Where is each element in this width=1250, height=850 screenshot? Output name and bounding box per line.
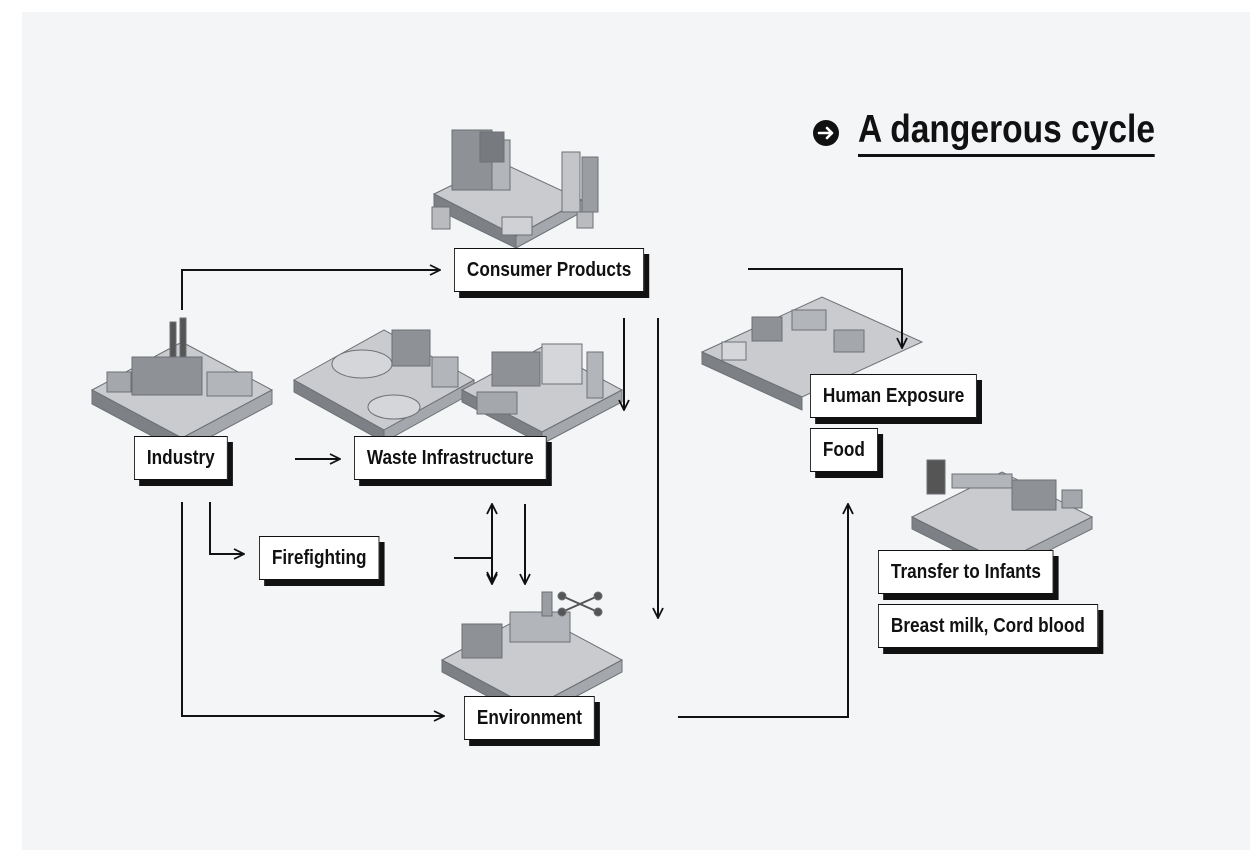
node-industry: Industry <box>134 436 228 480</box>
shopping-mall-illustration <box>431 129 599 249</box>
recycling-facility-illustration <box>460 343 624 445</box>
restaurant-illustration <box>910 459 1094 575</box>
node-environment: Environment <box>464 696 595 740</box>
diagram-title: A dangerous cycle <box>812 108 1203 157</box>
arrow-circle-icon <box>813 119 839 146</box>
node-breast-milk-cord-blood: Breast milk, Cord blood <box>878 604 1098 648</box>
illustrations-layer <box>90 129 1094 721</box>
arrow-industry-to-consumer-products <box>181 270 440 310</box>
arrow-industry-to-firefighting <box>209 502 244 554</box>
city-illustration <box>700 296 924 411</box>
arrow-firefighting-to-environment <box>454 557 492 582</box>
title-text: A dangerous cycle <box>858 108 1156 157</box>
node-waste-infrastructure: Waste Infrastructure <box>354 436 547 480</box>
node-transfer-to-infants: Transfer to Infants <box>878 550 1054 594</box>
node-consumer-products: Consumer Products <box>454 248 645 292</box>
node-human-exposure: Human Exposure <box>810 374 978 418</box>
connectors-layer <box>181 12 1250 850</box>
arrow-consumer-products-to-human-exposure <box>748 268 902 348</box>
water-treatment-illustration <box>292 329 476 443</box>
diagram-canvas: A dangerous cycle Consumer Products Indu… <box>22 12 1250 850</box>
arrow-environment-to-food <box>678 504 848 718</box>
agriculture-drone-illustration <box>440 591 624 721</box>
node-food: Food <box>810 428 878 472</box>
arrow-industry-to-environment <box>181 502 444 716</box>
node-firefighting: Firefighting <box>259 536 380 580</box>
